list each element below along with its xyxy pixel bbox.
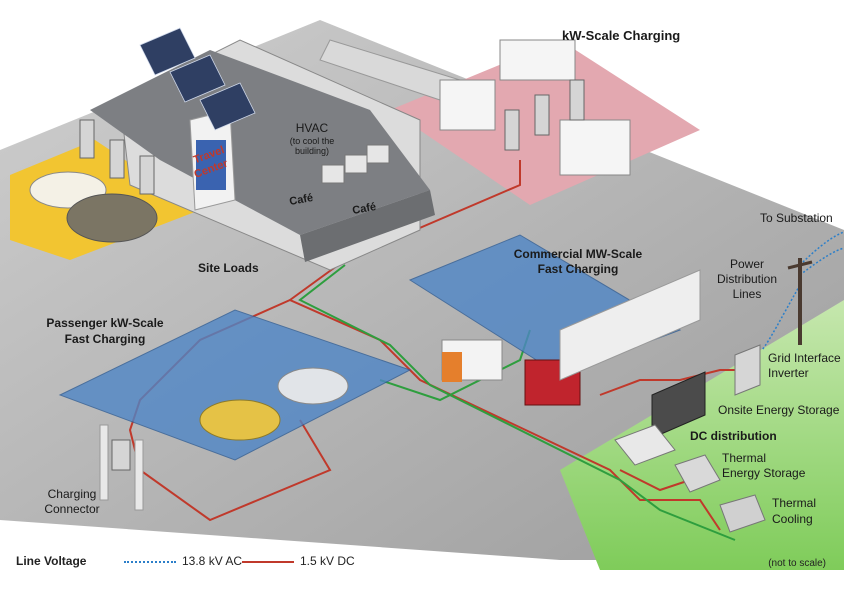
label-hvac-title: HVAC bbox=[296, 121, 329, 135]
energy-equipment bbox=[614, 344, 766, 533]
label-power-dist-1: Power bbox=[730, 257, 764, 271]
chargers bbox=[79, 79, 585, 471]
label-dc-distribution: DC distribution bbox=[690, 429, 777, 443]
label-thermal-cooling-1: Thermal bbox=[772, 496, 816, 510]
label-thermal-cooling-2: Cooling bbox=[772, 512, 813, 526]
label-grid-2: Inverter bbox=[768, 366, 809, 380]
label-onsite-storage: Onsite Energy Storage bbox=[718, 403, 840, 417]
legend-dc-label: 1.5 kV DC bbox=[300, 554, 355, 568]
label-to-substation: To Substation bbox=[760, 211, 833, 225]
label-grid-1: Grid Interface bbox=[768, 351, 841, 365]
label-thermal-storage-2: Energy Storage bbox=[722, 466, 806, 480]
ac-distribution-lines bbox=[761, 231, 844, 351]
semi-cab-white bbox=[439, 79, 496, 131]
stake-truck bbox=[499, 39, 576, 81]
legend-scale-note: (not to scale) bbox=[768, 558, 826, 569]
utility-pole bbox=[787, 258, 813, 345]
line-voltage-legend: Line Voltage 13.8 kV AC 1.5 kV DC (not t… bbox=[10, 548, 830, 576]
sign-cafe-2: Café bbox=[351, 201, 377, 217]
label-passenger-2: Fast Charging bbox=[65, 332, 146, 346]
label-charging-connector-1: Charging bbox=[48, 487, 97, 501]
vehicles bbox=[29, 39, 701, 441]
car-yellow bbox=[199, 399, 281, 441]
label-passenger-1: Passenger kW-Scale bbox=[46, 316, 163, 330]
thermal-cooling-unit bbox=[719, 494, 766, 533]
thermal-energy-storage bbox=[674, 454, 721, 493]
truck-cab-orange bbox=[442, 352, 462, 382]
dc-distribution-box bbox=[614, 424, 676, 466]
label-thermal-storage-1: Thermal bbox=[722, 451, 766, 465]
label-charging-connector-2: Connector bbox=[44, 502, 99, 516]
passenger-canopy bbox=[58, 309, 412, 511]
legend-dc-swatch bbox=[242, 561, 294, 563]
grid-interface-inverter bbox=[734, 344, 761, 396]
box-truck bbox=[559, 119, 631, 176]
label-power-dist-3: Lines bbox=[733, 287, 762, 301]
label-commercial-2: Fast Charging bbox=[538, 262, 619, 276]
semi-trailer bbox=[559, 269, 701, 381]
solar-panels bbox=[139, 27, 256, 131]
label-commercial-1: Commercial MW-Scale bbox=[514, 247, 643, 261]
legend-ac-swatch bbox=[124, 561, 176, 563]
onsite-energy-storage bbox=[651, 371, 706, 439]
legend-ac-label: 13.8 kV AC bbox=[182, 554, 243, 568]
car-suv bbox=[66, 193, 158, 243]
legend-title: Line Voltage bbox=[16, 554, 87, 568]
sign-cafe-1: Café bbox=[288, 192, 314, 208]
label-site-loads: Site Loads bbox=[198, 261, 259, 275]
label-power-dist-2: Distribution bbox=[717, 272, 777, 286]
car-silver bbox=[277, 367, 349, 405]
label-kw-charging: kW-Scale Charging bbox=[562, 28, 680, 43]
label-hvac-sub1: (to cool the bbox=[290, 136, 335, 146]
label-hvac-sub2: building) bbox=[295, 146, 329, 156]
hvac-units bbox=[321, 144, 390, 184]
grass-area bbox=[560, 300, 844, 570]
